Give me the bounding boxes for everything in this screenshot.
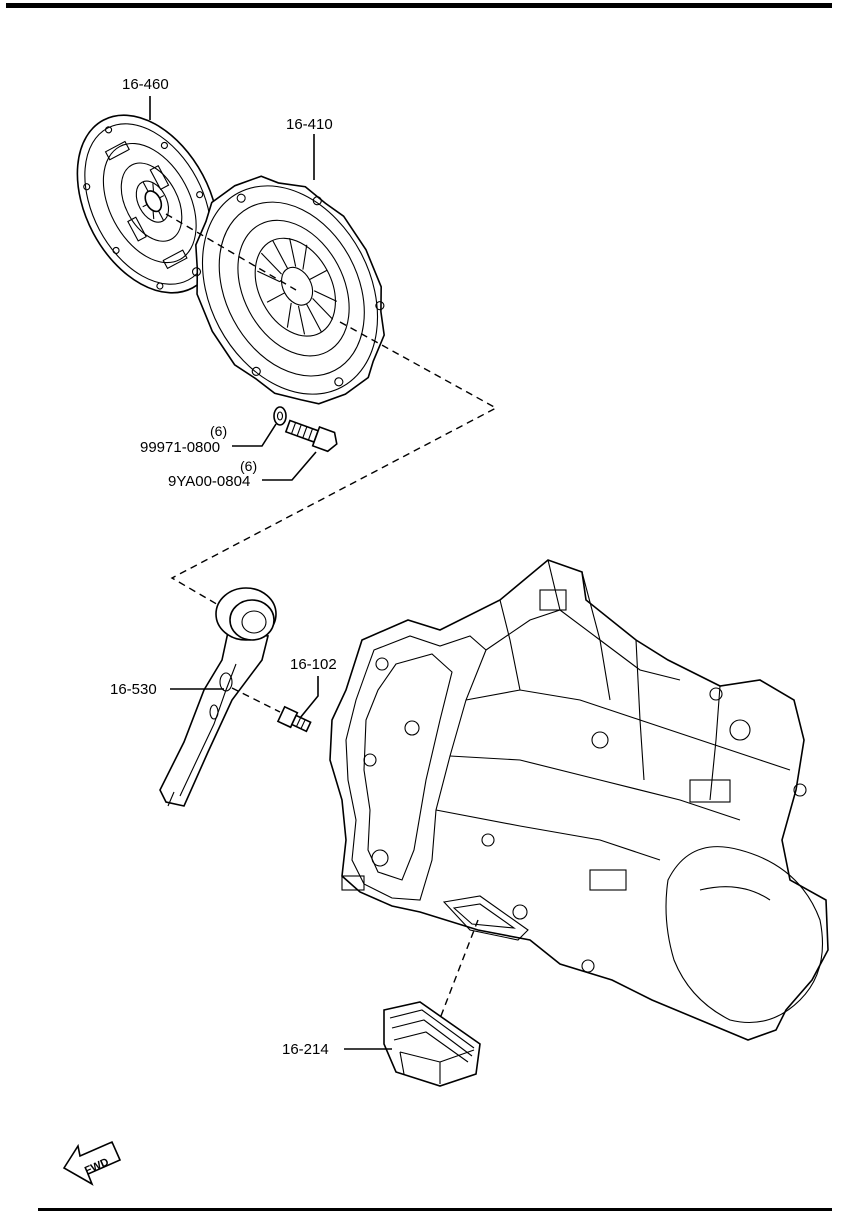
label-pivot-bolt: 16-102	[290, 656, 337, 673]
label-washer: 99971-0800	[140, 439, 220, 456]
label-washer-qty: (6)	[210, 423, 227, 439]
release-bearing	[215, 587, 277, 641]
label-release-fork: 16-530	[110, 681, 157, 698]
bolt	[284, 419, 338, 453]
label-clutch-disc: 16-460	[122, 76, 169, 93]
label-bolt-qty: (6)	[240, 458, 257, 474]
washer	[273, 406, 287, 426]
label-bolt: 9YA00-0804	[168, 473, 250, 490]
leader-bolt	[262, 451, 317, 481]
boot	[383, 1001, 481, 1087]
top-rule	[6, 3, 832, 8]
clutch-disc	[76, 96, 220, 294]
leader-pivot-bolt	[299, 676, 319, 719]
hub-alignment-line	[165, 213, 297, 291]
label-clutch-cover: 16-410	[286, 116, 333, 133]
clutch-cover	[191, 134, 386, 405]
boot-alignment-line	[433, 919, 479, 1035]
transmission-case	[329, 559, 829, 1041]
leader-washer	[232, 423, 277, 447]
release-fork	[159, 631, 270, 807]
pivot-bolt	[276, 705, 312, 733]
bottom-rule	[38, 1208, 832, 1211]
forward-arrow-icon: FWD	[62, 1140, 122, 1186]
pivot-alignment-line	[231, 687, 281, 713]
assembly-line-cover-to-fork	[170, 321, 498, 607]
label-boot: 16-214	[282, 1041, 329, 1058]
